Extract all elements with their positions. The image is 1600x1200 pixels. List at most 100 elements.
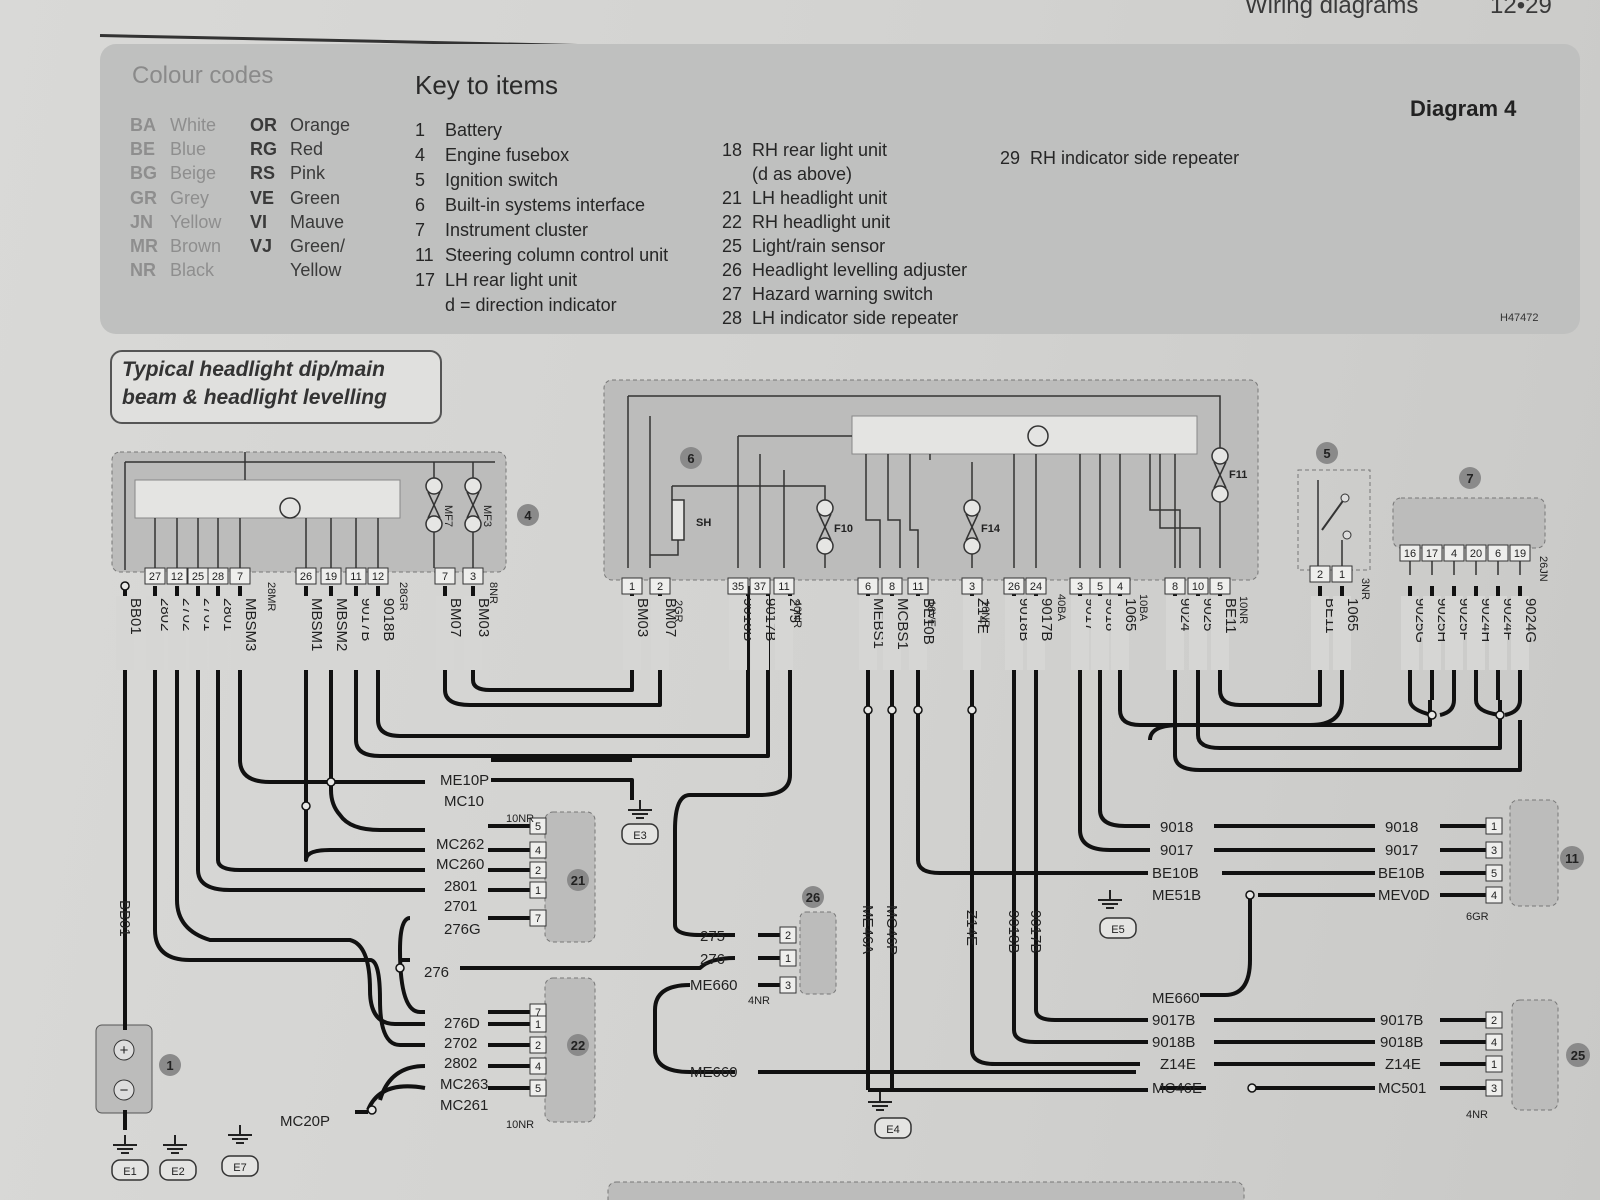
wire-label: BB01 — [116, 900, 133, 937]
pin-number: 4 — [535, 845, 541, 857]
wire-label: MBSM2 — [333, 598, 350, 651]
ignition-switch — [1297, 469, 1371, 571]
module-symbol-icon — [1027, 425, 1049, 447]
connector-pin — [621, 577, 643, 595]
connector-pin — [367, 567, 389, 585]
connector-pin — [779, 949, 797, 967]
wire-label-bg — [909, 596, 927, 670]
component-badge — [1560, 846, 1584, 870]
pin-number: 1 — [535, 1019, 541, 1031]
harness-code: 40BA — [1055, 594, 1067, 622]
wire-label: 2801 — [444, 878, 477, 895]
harness-code: 3NR — [1359, 578, 1371, 600]
wire-label-bg — [464, 596, 482, 670]
pin-number: 2 — [1317, 569, 1323, 581]
switch-terminal-icon — [1342, 530, 1352, 540]
component-number: 1 — [166, 1058, 173, 1073]
wire-label: 9017B — [762, 598, 779, 641]
component-badge — [567, 869, 589, 891]
wire-label: MC46P — [883, 905, 900, 955]
wire-label-bg — [1189, 596, 1207, 670]
wire-label: 9018B — [1005, 910, 1022, 953]
pin-number: 1 — [629, 581, 635, 593]
component-number: 6 — [687, 451, 694, 466]
wire-label: BM07 — [662, 598, 679, 637]
wire-label-bg — [1071, 596, 1089, 670]
wire-label: MC20P — [280, 1113, 330, 1130]
component-number: 5 — [1323, 446, 1330, 461]
pin-number: 3 — [785, 980, 791, 992]
wire-label: Z14E — [1160, 1056, 1196, 1073]
ground-label: E5 — [1111, 924, 1124, 936]
fuse-label: F14 — [981, 523, 1001, 535]
harness-code: 10NR — [506, 813, 534, 825]
wire-label: BM03 — [634, 598, 651, 637]
connector-pin — [529, 1079, 547, 1097]
pin-number: 7 — [535, 1007, 541, 1019]
pin-number: 5 — [535, 821, 541, 833]
connector-pin — [1164, 577, 1186, 595]
wire-label: BM03 — [475, 598, 492, 637]
connector-pin — [779, 926, 797, 944]
wire-label: 275 — [786, 598, 803, 623]
connector-pin — [1485, 1055, 1503, 1073]
component-number: 22 — [571, 1038, 585, 1053]
light-rain-sensor — [1511, 999, 1559, 1111]
pin-number: 8 — [889, 581, 895, 593]
bsi-control-module — [851, 415, 1198, 455]
pin-number: 12 — [372, 571, 384, 583]
wire-label-bg — [209, 596, 227, 670]
connector-pin — [1003, 577, 1025, 595]
pin-number: 5 — [535, 1083, 541, 1095]
pin-number: 3 — [1491, 1083, 1497, 1095]
pin-number: 6 — [865, 581, 871, 593]
pin-number: 37 — [754, 581, 766, 593]
connector-pin — [779, 976, 797, 994]
harness-code: 28MR — [265, 582, 277, 611]
harness-code: 2GR — [672, 600, 684, 623]
wire-label: MCBS1 — [894, 598, 911, 650]
connector-pin — [529, 1036, 547, 1054]
pin-number: 2 — [785, 930, 791, 942]
pin-number: 11 — [912, 581, 923, 593]
wire-label: MEBS1 — [870, 598, 887, 649]
pin-number: 4 — [1491, 890, 1497, 902]
component-badge — [1459, 467, 1481, 489]
pin-number: 35 — [732, 581, 744, 593]
component-number: 25 — [1571, 1048, 1585, 1063]
wire-label: MBSM1 — [308, 598, 325, 651]
pin-number: 26 — [300, 571, 312, 583]
pin-number: 5 — [1217, 581, 1223, 593]
connector-pin — [1421, 544, 1443, 562]
wire-label: 9018 — [1160, 819, 1193, 836]
connector-pin — [749, 577, 771, 595]
fuse-label: MF7 — [442, 505, 454, 527]
wire-label: 275 — [700, 928, 725, 945]
wire-label-bg — [751, 596, 769, 670]
wire-label: 1065 — [1344, 598, 1361, 631]
connector-pin — [1485, 1011, 1503, 1029]
harness-code: 16VE — [925, 600, 937, 627]
wire-label-bg — [775, 596, 793, 670]
wire-label: 276 — [700, 951, 725, 968]
module-symbol-icon — [279, 497, 301, 519]
connector-pin — [462, 567, 484, 585]
key-item: d = direction indicator — [445, 295, 617, 315]
wire-label: Z14E — [963, 910, 980, 946]
wire-label-bg — [168, 596, 186, 670]
battery-negative-terminal-icon — [113, 1079, 135, 1101]
connector-pin — [1485, 817, 1503, 835]
pin-number: 11 — [778, 581, 789, 593]
ground-label: E7 — [233, 1162, 246, 1174]
horizontal-wire-labels: ME10P MC10 MC262 MC260 2801 2701 276G 27… — [280, 772, 1430, 1130]
wire-label: MC261 — [440, 1097, 488, 1114]
